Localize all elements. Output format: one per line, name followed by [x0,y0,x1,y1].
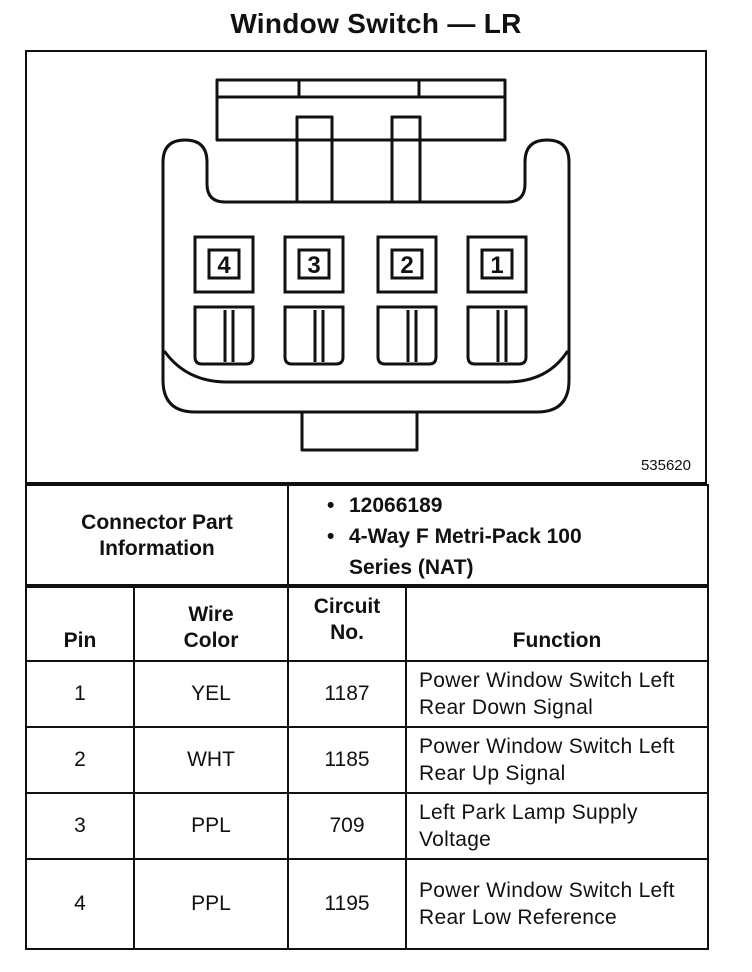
table-row: 3 PPL 709 Left Park Lamp Supply Voltage [25,792,709,860]
terminal-cavity [376,305,438,366]
wire-color-cell: PPL [133,858,289,950]
connector-info-items: •12066189 •4-Way F Metri-Pack 100 Series… [287,484,709,588]
table-row: 2 WHT 1185 Power Window Switch Left Rear… [25,726,709,794]
function-cell: Power Window Switch Left Rear Down Signa… [405,660,709,728]
terminal-slot [496,310,508,362]
terminal-cavity [283,305,345,366]
wire-color-cell: PPL [133,792,289,860]
terminal-cavity [466,305,528,366]
terminal-number-box [390,248,424,280]
header-circuit: Circuit No. [287,584,407,662]
wire-color-cell: WHT [133,726,289,794]
connector-info-label: Connector Part Information [25,484,289,588]
terminal-number-box [207,248,241,280]
diagram-title: Window Switch — LR [230,8,522,39]
circuit-cell: 1187 [287,660,407,728]
table-row: 1 YEL 1187 Power Window Switch Left Rear… [25,660,709,728]
terminal-frame [466,235,528,294]
circuit-cell: 709 [287,792,407,860]
terminal-slot [313,310,325,362]
circuit-cell: 1185 [287,726,407,794]
terminal-cavities [193,235,528,366]
key-outline [300,410,419,452]
terminal-number-box [480,248,514,280]
housing-outline [161,138,571,414]
diagram-reference-id: 535620 [640,457,691,474]
connector-diagram-panel: 4 3 2 1 535620 [25,50,707,484]
pin-cell: 2 [25,726,135,794]
pin-table-header-row: Pin Wire Color Circuit No. Function [25,584,709,662]
terminal-labels: 4 3 2 1 [217,252,503,279]
terminal-frame [283,235,345,294]
header-pin: Pin [25,584,135,662]
pin-cell: 3 [25,792,135,860]
terminal-slot [406,310,418,362]
connector-face-drawing: 4 3 2 1 [161,78,571,452]
terminal-label: 1 [490,252,503,279]
function-cell: Power Window Switch Left Rear Low Refere… [405,858,709,950]
connector-info-item: •4-Way F Metri-Pack 100 Series (NAT) [327,521,707,583]
circuit-cell: 1195 [287,858,407,950]
header-function: Function [405,584,709,662]
terminal-number-box [297,248,331,280]
wire-color-cell: YEL [133,660,289,728]
terminal-label: 2 [400,252,413,279]
pin-cell: 4 [25,858,135,950]
connector-part-info-table: Connector Part Information •12066189 •4-… [25,484,709,588]
pin-cell: 1 [25,660,135,728]
terminal-label: 3 [307,252,320,279]
terminal-slot [223,310,235,362]
function-cell: Left Park Lamp Supply Voltage [405,792,709,860]
terminal-frame [193,235,255,294]
table-row: 4 PPL 1195 Power Window Switch Left Rear… [25,858,709,950]
terminal-frame [376,235,438,294]
connector-info-item: •12066189 [327,490,707,521]
function-cell: Power Window Switch Left Rear Up Signal [405,726,709,794]
part-number: 12066189 [349,493,443,517]
latch-outline [215,78,507,142]
terminal-cavity [193,305,255,366]
header-wire-color: Wire Color [133,584,289,662]
terminal-label: 4 [217,252,231,279]
connector-type: 4-Way F Metri-Pack 100 Series (NAT) [349,524,582,579]
pin-table: Pin Wire Color Circuit No. Function 1 YE… [25,584,709,950]
